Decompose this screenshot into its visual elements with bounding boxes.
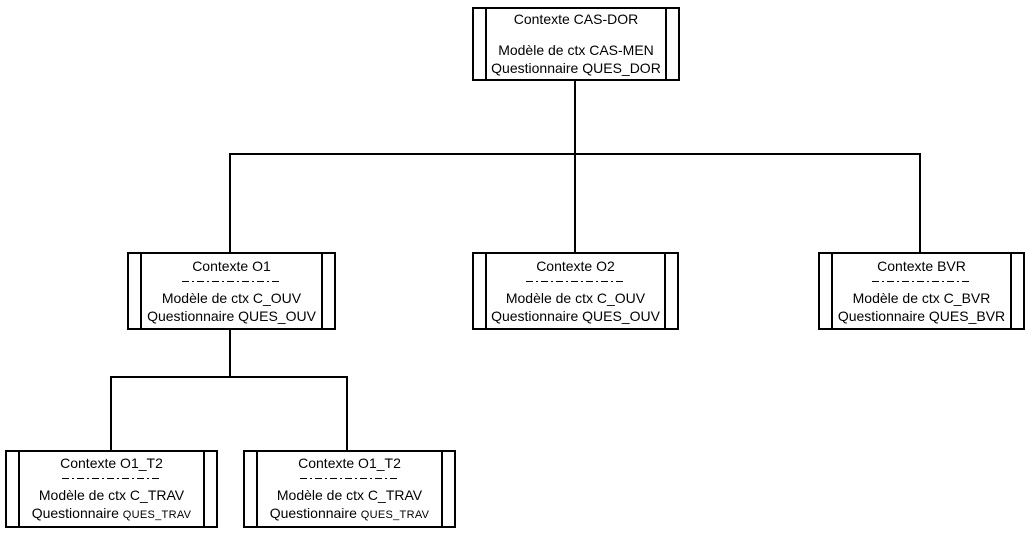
node-right-rail [665,9,667,79]
node-left-rail [256,452,258,526]
node-right-rail [203,452,205,526]
connector-to-t2b [346,376,348,450]
node-left-rail [140,254,142,328]
connector-to-bvr [919,153,921,252]
questionnaire-label: Questionnaire [837,307,926,324]
node-left-rail [485,9,487,79]
node-title: Contexte CAS-DOR [513,11,639,27]
node-questionnaire: Questionnaire QUES_BVR [838,307,1005,325]
questionnaire-label: Questionnaire [491,307,579,324]
connector-to-o1 [229,153,231,252]
questionnaire-label: Questionnaire [147,307,235,324]
node-contexte-cas-dor[interactable]: Contexte CAS-DOR Modèle de ctx CAS-MEN Q… [472,7,680,81]
node-right-rail [1010,254,1012,328]
questionnaire-value: QUES_OUV [238,307,316,324]
node-contexte-o1[interactable]: Contexte O1 Modèle de ctx C_OUV Question… [127,252,336,330]
connector-o1-down [229,329,231,377]
node-questionnaire: Questionnaire QUES_OUV [491,307,660,325]
node-right-rail [441,452,443,526]
questionnaire-value: QUES_BVR [928,307,1006,324]
questionnaire-value: QUES_DOR [582,60,661,76]
node-model: Modèle de ctx C_TRAV [38,486,185,503]
node-left-rail [485,254,487,328]
dash-dot-divider [299,477,400,479]
node-title: Contexte BVR [877,257,966,274]
node-questionnaire: Questionnaire QUES_DOR [491,59,661,77]
connector-to-t2a [110,376,112,450]
node-questionnaire: Questionnaire QUES_OUV [147,307,316,325]
connector-root-to-o2 [574,80,576,252]
node-model: Modèle de ctx CAS-MEN [498,42,654,58]
node-left-rail [18,452,20,526]
questionnaire-label: Questionnaire [269,504,357,521]
node-questionnaire: Questionnaire QUES_TRAV [32,504,192,524]
node-left-rail [831,254,833,328]
dash-dot-divider [61,477,162,479]
node-contexte-bvr[interactable]: Contexte BVR Modèle de ctx C_BVR Questio… [818,252,1025,330]
node-title: Contexte O1 [192,257,271,274]
node-model: Modèle de ctx C_OUV [161,289,302,306]
node-contexte-o1-t2-left[interactable]: Contexte O1_T2 Modèle de ctx C_TRAV Ques… [5,450,218,528]
node-questionnaire: Questionnaire QUES_TRAV [270,504,430,524]
dash-dot-divider [181,280,282,282]
questionnaire-value: QUES_OUV [582,307,660,324]
connector-level1-horizontal [229,153,921,155]
node-right-rail [321,254,323,328]
questionnaire-label: Questionnaire [491,60,579,76]
node-contexte-o2[interactable]: Contexte O2 Modèle de ctx C_OUV Question… [472,252,679,330]
node-contexte-o1-t2-right[interactable]: Contexte O1_T2 Modèle de ctx C_TRAV Ques… [243,450,456,528]
node-title: Contexte O1_T2 [60,454,163,471]
dash-dot-divider [525,280,626,282]
node-model: Modèle de ctx C_BVR [852,289,991,306]
node-title: Contexte O1_T2 [298,454,401,471]
node-title: Contexte O2 [536,257,615,274]
questionnaire-value: QUES_TRAV [360,508,430,521]
node-model: Modèle de ctx C_OUV [505,289,646,306]
connector-level2-horizontal [110,376,348,378]
node-right-rail [664,254,666,328]
questionnaire-label: Questionnaire [31,504,119,521]
node-model: Modèle de ctx C_TRAV [276,486,423,503]
questionnaire-value: QUES_TRAV [122,508,192,521]
dash-dot-divider [871,280,972,282]
